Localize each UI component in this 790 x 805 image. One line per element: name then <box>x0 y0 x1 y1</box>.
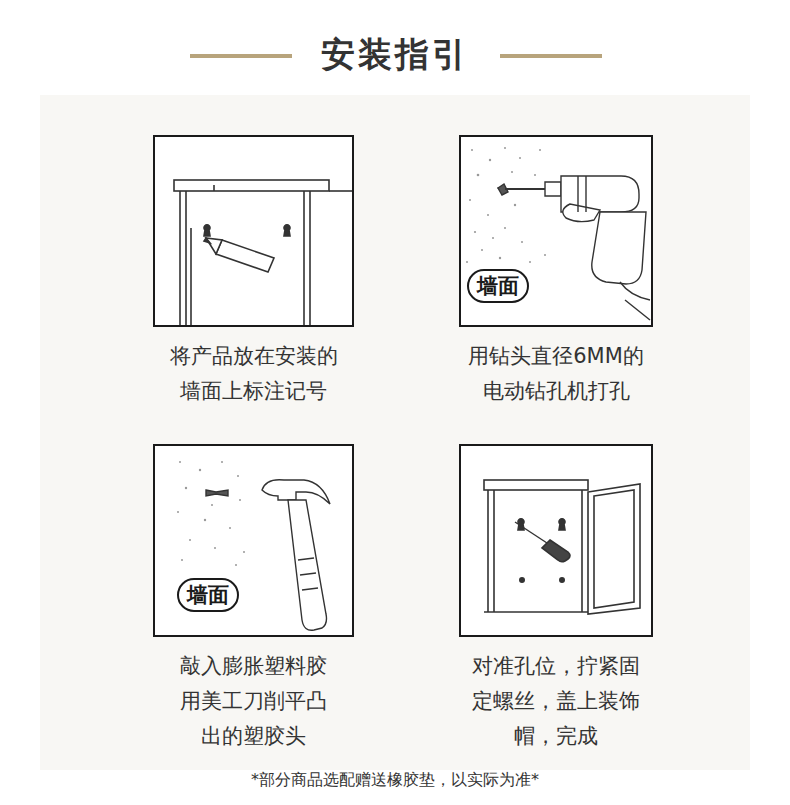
cabinet-sketch <box>213 185 215 191</box>
gold-rule <box>190 54 292 58</box>
wall-drill-sketch <box>585 176 586 212</box>
cabinet-door-sketch <box>542 540 570 562</box>
wall-hammer-sketch <box>204 519 206 521</box>
cabinet-door-sketch <box>581 490 583 612</box>
wall-hammer-sketch <box>221 461 223 463</box>
step-caption: 敲入膨胀塑料胶 用美工刀削平凸 出的塑胶头 <box>154 649 354 754</box>
cabinet-door-sketch <box>484 480 640 614</box>
step-caption: 用钻头直径6MM的 电动钻孔机打孔 <box>456 339 656 409</box>
wall-drill-sketch <box>592 212 646 284</box>
cabinet-sketch <box>185 191 187 325</box>
wall-drill-sketch <box>481 249 483 251</box>
wall-hammer-sketch <box>206 490 228 496</box>
wall-hammer-sketch <box>211 504 213 506</box>
wall-drill-sketch <box>577 176 578 212</box>
cabinet-door-sketch <box>515 522 550 545</box>
wall-drill-sketch <box>529 261 531 263</box>
wall-drill-sketch <box>499 257 501 259</box>
wall-hammer-sketch <box>185 487 187 489</box>
cabinet-door-sketch <box>520 578 524 582</box>
wall-drill-sketch <box>539 149 541 151</box>
cabinet-sketch <box>190 228 192 325</box>
wall-hammer-sketch <box>177 511 179 513</box>
wall-drill-sketch <box>474 231 476 233</box>
cabinet-door-sketch <box>484 480 588 490</box>
wall-hammer-sketch <box>239 499 241 501</box>
wall-drill-sketch <box>563 204 600 222</box>
panel-ground <box>153 135 354 327</box>
wall-hammer-sketch <box>177 461 330 630</box>
cabinet-sketch <box>204 238 210 243</box>
panel-ground <box>153 444 354 637</box>
wall-hammer-sketch <box>179 461 181 463</box>
step-panel: 对准孔位，拧紧固 定螺丝，盖上装饰 帽，完成 <box>459 444 653 637</box>
wall-drill-sketch <box>625 300 650 320</box>
wall-drill-sketch <box>511 171 513 173</box>
step-panel: 将产品放在安装的 墙面上标注记号 <box>153 135 354 327</box>
wall-hammer-sketch <box>237 475 239 477</box>
cabinet-door-sketch <box>594 490 634 608</box>
cabinet-sketch <box>174 180 329 191</box>
wall-hammer-sketch <box>177 461 245 566</box>
wall-drill-sketch <box>545 182 561 196</box>
wall-label: 墙面 <box>477 273 519 299</box>
wall-drill-sketch <box>505 188 545 190</box>
cabinet-sketch <box>216 240 274 272</box>
cabinet-door-sketch <box>560 578 564 582</box>
wall-drill-sketch <box>492 237 494 239</box>
background-panel <box>40 95 750 770</box>
wall-hammer-sketch <box>181 559 183 561</box>
wall-drill-sketch <box>477 174 480 177</box>
cabinet-sketch <box>329 190 352 192</box>
wall-label: 墙面 <box>187 582 229 608</box>
wall-tag: 墙面 <box>177 578 239 612</box>
wall-hammer-sketch <box>235 564 237 566</box>
cabinet-door-sketch <box>588 484 640 614</box>
wall-drill-sketch <box>534 174 536 176</box>
cabinet-sketch <box>174 180 352 325</box>
cabinet-door-sketch <box>484 611 588 613</box>
page-title: 安装指引 <box>0 32 790 78</box>
wall-drill-sketch <box>620 282 650 300</box>
wall-hammer-sketch <box>298 558 318 590</box>
wall-drill-sketch <box>544 254 546 256</box>
wall-hammer-sketch <box>199 469 201 471</box>
cabinet-sketch <box>179 191 181 325</box>
wall-hammer-sketch <box>229 527 231 529</box>
wall-hammer-sketch <box>288 500 327 630</box>
wall-drill-sketch <box>504 227 506 229</box>
panel-ground <box>459 444 653 637</box>
wall-drill-sketch <box>514 204 516 206</box>
wall-drill-sketch <box>471 149 473 151</box>
step-caption: 将产品放在安装的 墙面上标注记号 <box>154 339 354 409</box>
cabinet-sketch <box>303 191 305 325</box>
wall-drill-sketch <box>487 214 489 216</box>
cabinet-sketch <box>284 225 290 236</box>
wall-hammer-sketch <box>214 547 216 549</box>
wall-tag: 墙面 <box>467 269 529 303</box>
wall-hammer-sketch <box>243 551 245 553</box>
wall-drill-sketch <box>466 261 468 263</box>
wall-drill-sketch <box>469 199 471 201</box>
wall-drill-sketch <box>521 241 523 243</box>
wall-hammer-sketch <box>189 539 191 541</box>
wall-drill-sketch <box>504 147 506 149</box>
step-panel: 用钻头直径6MM的 电动钻孔机打孔墙面 <box>459 135 653 327</box>
cabinet-door-sketch <box>559 519 565 530</box>
cabinet-sketch <box>309 191 311 325</box>
cabinet-door-sketch <box>487 490 489 612</box>
footnote: *部分商品选配赠送橡胶垫，以实际为准* <box>0 770 790 791</box>
step-panel: 敲入膨胀塑料胶 用美工刀削平凸 出的塑胶头墙面 <box>153 444 354 637</box>
wall-drill-sketch <box>489 159 491 161</box>
cabinet-sketch <box>204 225 210 236</box>
wall-drill-sketch <box>466 147 546 263</box>
panel-ground <box>459 135 653 327</box>
wall-drill-sketch <box>466 147 650 320</box>
gold-rule <box>500 54 602 58</box>
cabinet-door-sketch <box>493 490 495 612</box>
step-caption: 对准孔位，拧紧固 定螺丝，盖上装饰 帽，完成 <box>456 649 656 754</box>
wall-drill-sketch <box>519 157 521 159</box>
